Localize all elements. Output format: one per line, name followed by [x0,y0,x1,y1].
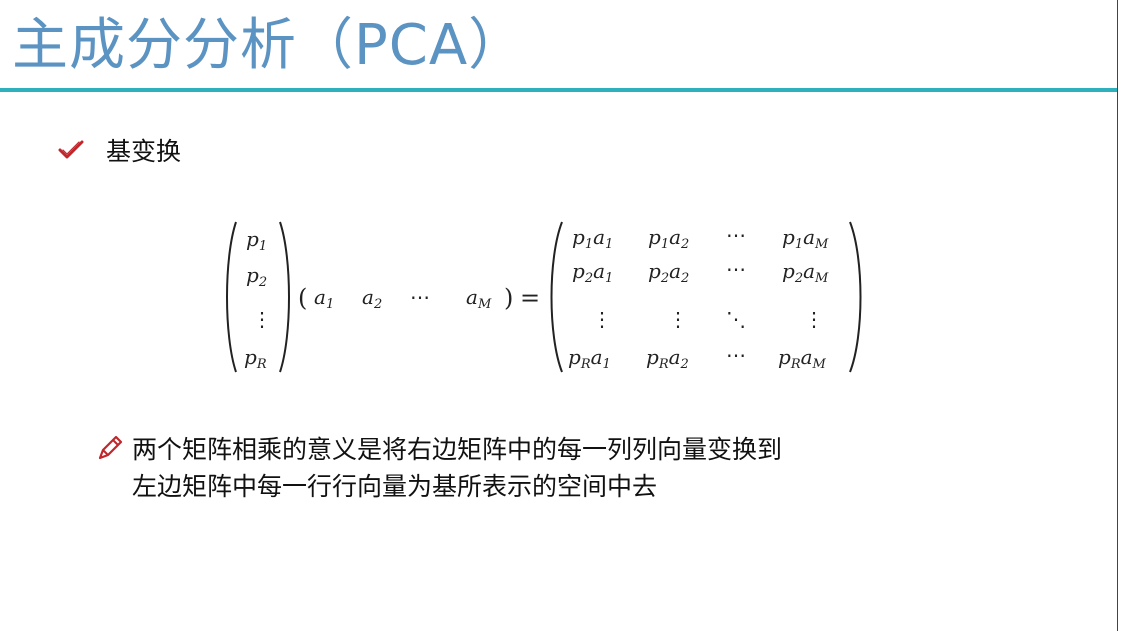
result-vdots-1: ⋮ [592,307,612,331]
result-r2-cm: p2aM [782,259,829,286]
bullet-line-2: 左边矩阵中每一行行向量为基所表示的空间中去 [132,472,658,501]
bullet-line-1: 两个矩阵相乘的意义是将右边矩阵中的每一列列向量变换到 [132,435,783,464]
slide-edge-line [1117,0,1118,631]
result-rr-c2: pRa2 [646,345,689,372]
check-icon [58,139,84,161]
row-cdots: ⋯ [410,285,430,309]
result-r1-cdots: ⋯ [726,223,746,247]
result-rr-cdots: ⋯ [726,343,746,367]
result-rr-c1: pRa1 [568,345,611,372]
result-vdots-m: ⋮ [804,307,824,331]
bullet-text: 基变换 [106,137,182,166]
left-entry-1: p1 [246,227,267,254]
result-r2-c1: p2a1 [572,259,613,286]
result-vdots-2: ⋮ [668,307,688,331]
slide-title: 主成分分析（PCA） [12,13,526,78]
bullet-basis-transform: 基变换 [58,133,181,167]
row-close-paren: ) [504,284,513,312]
result-r2-c2: p2a2 [648,259,689,286]
row-entry-1: a1 [314,285,334,312]
matrix-formula: p1 p2 ⋮ pR ( a1 a2 ⋯ aM ) = p1a1 p1a2 ⋯ … [222,218,872,376]
left-entry-2: p2 [246,263,267,290]
result-r1-c1: p1a1 [572,225,613,252]
result-r1-cm: p1aM [782,225,829,252]
equals-sign: = [520,284,540,312]
row-entry-m: aM [466,285,492,312]
result-ddots: ⋱ [726,307,746,331]
row-entry-2: a2 [362,285,382,312]
result-r2-cdots: ⋯ [726,257,746,281]
title-underline [0,88,1118,92]
result-r1-c2: p1a2 [648,225,689,252]
pencil-icon [96,434,124,466]
left-entry-r: pR [244,345,267,372]
row-open-paren: ( [298,284,307,312]
left-vdots: ⋮ [252,307,272,331]
result-rr-cm: pRaM [778,345,827,372]
